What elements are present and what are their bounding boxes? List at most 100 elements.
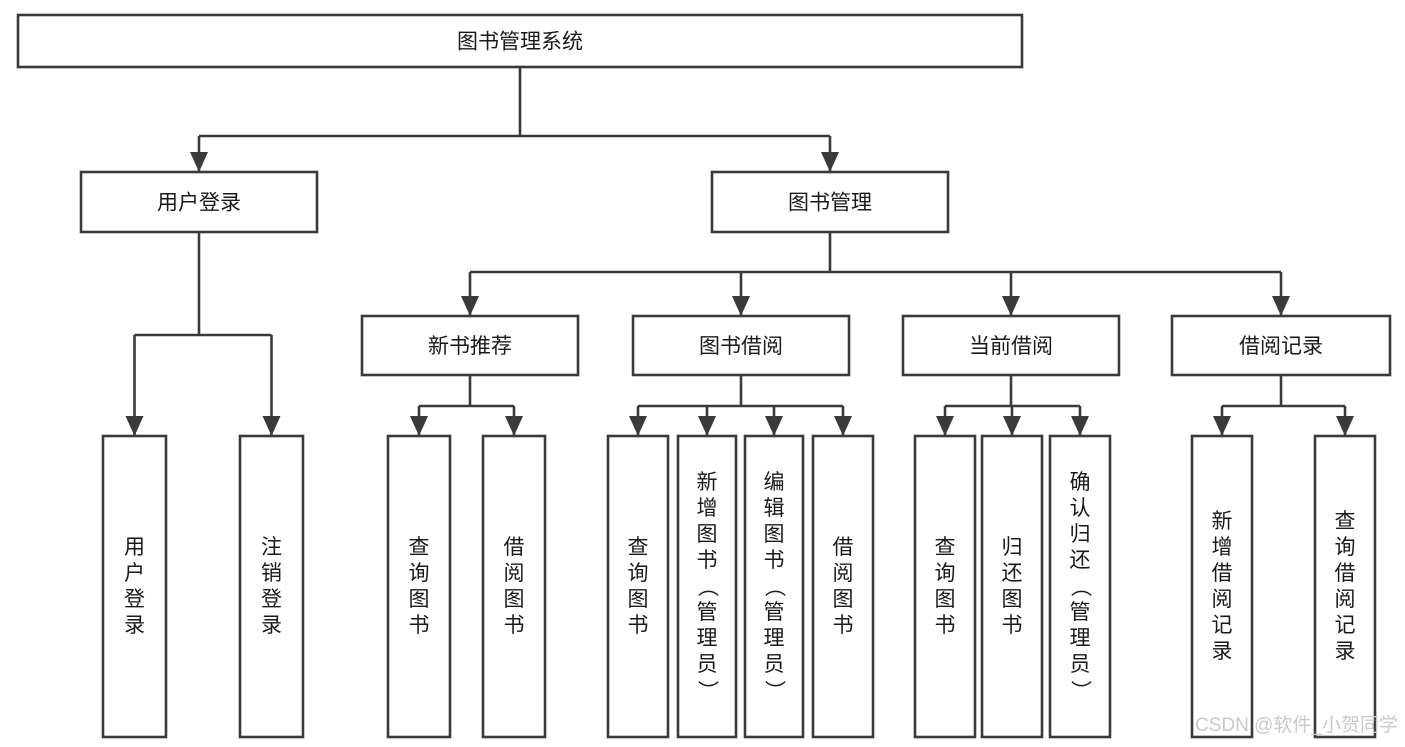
node-root[interactable]: 图书管理系统 [16,13,1024,69]
node-label-char: 认 [1070,497,1091,520]
node-box-user-login[interactable] [79,170,319,234]
node-box-book-manage[interactable] [710,170,950,234]
node-box-leaf-logout[interactable] [238,434,305,739]
node-box-leaf-confirm-return[interactable] [1048,434,1112,739]
node-label-char: 询 [1335,536,1356,559]
node-label-char: 图 [504,588,525,611]
node-box-leaf-add-record[interactable] [1190,434,1254,739]
node-layer: 图书管理系统用户登录图书管理新书推荐图书借阅当前借阅借阅记录用户登录注销登录查询… [16,13,1392,739]
node-box-leaf-query-book-rec[interactable] [386,434,452,739]
node-box-leaf-add-book[interactable] [676,434,738,739]
node-label-char: 书 [409,614,430,637]
node-box-leaf-return-book[interactable] [980,434,1044,739]
node-label-char: 用 [124,536,145,559]
node-box-book-borrow[interactable] [631,314,851,377]
node-label-char: 理 [1070,627,1091,650]
node-label-char: 记 [1212,614,1233,637]
node-label-char: 登 [124,588,145,611]
node-label-char: （ [1069,576,1092,597]
node-label-char: 增 [1212,536,1233,559]
node-label-char: 书 [1002,614,1023,637]
arrow-head-icon-borrow-record [1272,296,1290,316]
node-label-char: 询 [935,562,956,585]
node-label-char: 录 [124,614,145,637]
node-label-char: 查 [628,536,649,559]
node-new-book-recommend[interactable]: 新书推荐 [360,314,580,377]
arrow-head-icon-book-manage [821,152,839,172]
node-label-char: 查 [409,536,430,559]
node-label-char: 员 [1070,653,1091,676]
node-box-leaf-borrow-book[interactable] [811,434,875,739]
node-label-current-borrow: 当前借阅 [969,335,1053,358]
arrow-head-icon-leaf-confirm-return [1071,416,1089,436]
arrow-head-icon-new-book-recommend [461,296,479,316]
node-label-char: 管 [1070,601,1091,624]
node-label-char: 询 [409,562,430,585]
node-label-char: 借 [833,536,854,559]
node-label-char: 借 [504,536,525,559]
node-box-borrow-record[interactable] [1170,314,1392,377]
node-label-char: 书 [833,614,854,637]
node-label-char: 归 [1070,523,1091,546]
node-label-char: 管 [764,601,785,624]
node-box-root[interactable] [16,13,1024,69]
node-label-char: 登 [261,588,282,611]
node-user-login[interactable]: 用户登录 [79,170,319,234]
node-label-char: 书 [764,549,785,572]
node-label-char: 书 [628,614,649,637]
node-label-char: 录 [1212,640,1233,663]
arrow-head-icon-leaf-query-book-rec [410,416,428,436]
node-label-char: 注 [261,536,282,559]
arrow-head-icon-leaf-query-record [1336,416,1354,436]
node-label-char: 新 [697,471,718,494]
node-book-manage[interactable]: 图书管理 [710,170,950,234]
node-box-leaf-query-book-cur[interactable] [913,434,977,739]
node-label-char: 记 [1335,614,1356,637]
node-label-char: 书 [697,549,718,572]
node-label-book-manage: 图书管理 [788,192,872,215]
node-label-char: 理 [697,627,718,650]
node-label-char: 理 [764,627,785,650]
node-label-char: 归 [1002,536,1023,559]
node-label-char: 确 [1070,471,1091,494]
node-box-leaf-edit-book[interactable] [743,434,805,739]
node-label-char: 增 [697,497,718,520]
node-label-char: ） [1069,680,1092,701]
node-label-char: 辑 [764,497,785,520]
node-borrow-record[interactable]: 借阅记录 [1170,314,1392,377]
node-label-char: 阅 [1335,588,1356,611]
node-label-char: 销 [261,562,282,585]
node-label-char: 询 [628,562,649,585]
arrow-head-icon-leaf-logout [262,416,281,436]
node-label-char: 图 [409,588,430,611]
node-box-leaf-query-book-borrow[interactable] [606,434,670,739]
node-box-current-borrow[interactable] [901,314,1121,377]
node-leaf-user-login[interactable]: 用户登录 [101,434,168,739]
node-label-char: 录 [1335,640,1356,663]
node-label-char: 阅 [504,562,525,585]
arrow-head-icon-current-borrow [1002,296,1020,316]
node-box-leaf-borrow-book-rec[interactable] [481,434,547,739]
node-box-new-book-recommend[interactable] [360,314,580,377]
node-label-char: 图 [833,588,854,611]
arrow-head-icon-leaf-borrow-book [834,416,852,436]
node-current-borrow[interactable]: 当前借阅 [901,314,1121,377]
node-box-leaf-user-login[interactable] [101,434,168,739]
node-book-borrow[interactable]: 图书借阅 [631,314,851,377]
node-box-leaf-query-record[interactable] [1313,434,1377,739]
node-label-char: 书 [504,614,525,637]
node-label-char: 户 [124,562,145,585]
node-label-new-book-recommend: 新书推荐 [428,335,512,358]
